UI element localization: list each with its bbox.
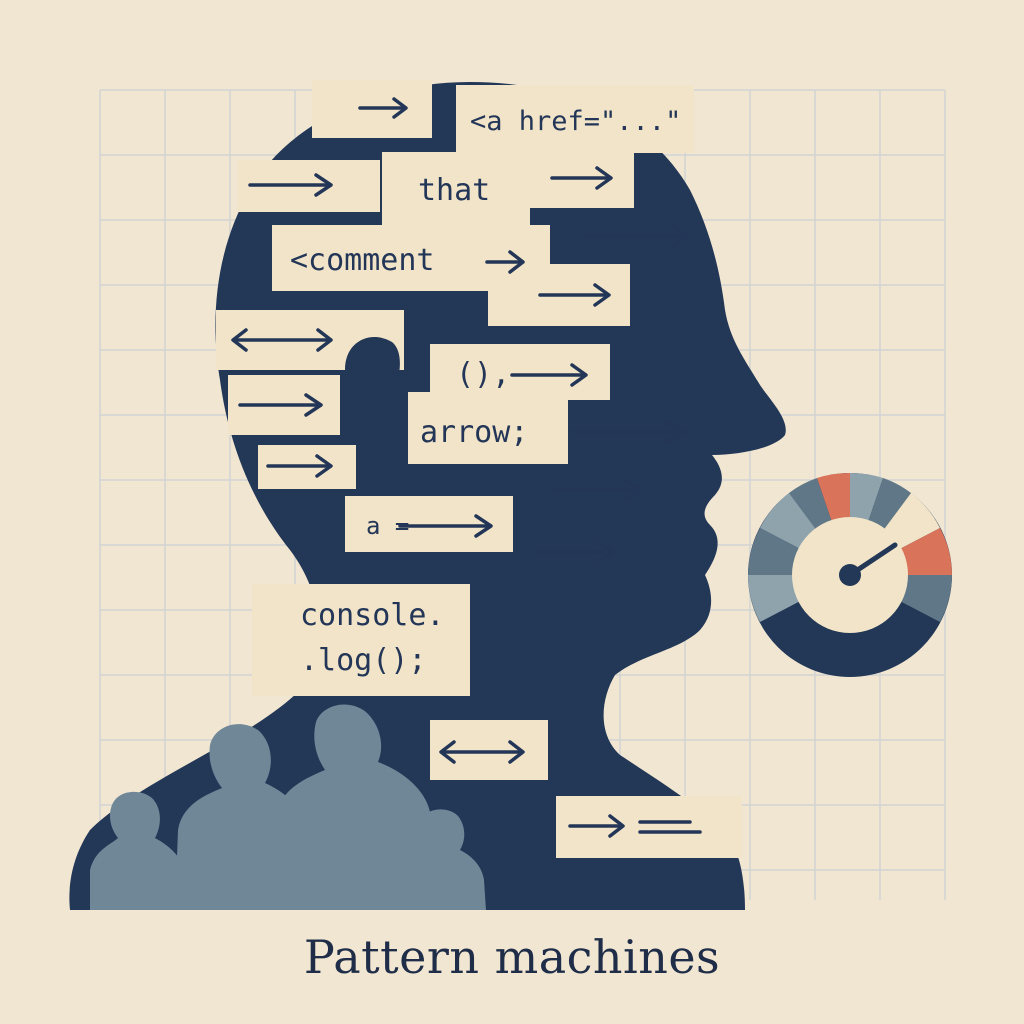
right-arrow-icon bbox=[248, 173, 333, 197]
snippet-href: <a href="..." bbox=[470, 106, 681, 137]
right-arrow-icon bbox=[568, 814, 625, 838]
snippet-arrow: arrow; bbox=[420, 415, 528, 450]
right-arrow-icon bbox=[485, 250, 525, 274]
right-arrow-icon bbox=[533, 540, 615, 564]
right-arrow-icon bbox=[238, 393, 323, 417]
double-arrow-icon bbox=[439, 740, 525, 764]
right-arrow-icon bbox=[550, 166, 613, 190]
snippet-console-line2: .log(); bbox=[300, 643, 426, 678]
snippet-comment: <comment bbox=[290, 243, 435, 278]
right-arrow-icon bbox=[510, 363, 588, 387]
right-arrow-icon bbox=[398, 514, 493, 538]
right-arrow-icon bbox=[538, 283, 611, 307]
caption-title: Pattern machines bbox=[303, 930, 721, 984]
snippet-paren: (), bbox=[456, 357, 510, 392]
snippet-that: that bbox=[418, 173, 490, 208]
double-arrow-icon bbox=[231, 328, 333, 352]
gauge-icon bbox=[748, 472, 952, 677]
right-arrow-icon bbox=[553, 478, 643, 502]
right-arrow-icon bbox=[570, 420, 685, 444]
snippet-console-line1: console. bbox=[300, 598, 445, 633]
right-arrow-icon bbox=[266, 454, 333, 478]
arrows bbox=[231, 97, 702, 838]
ear-shape bbox=[345, 337, 400, 455]
right-arrow-icon bbox=[586, 224, 691, 248]
crowd-silhouettes bbox=[90, 704, 486, 910]
right-arrow-icon bbox=[358, 97, 408, 119]
code-labels bbox=[216, 80, 742, 858]
snippet-assign: a = bbox=[366, 512, 409, 540]
